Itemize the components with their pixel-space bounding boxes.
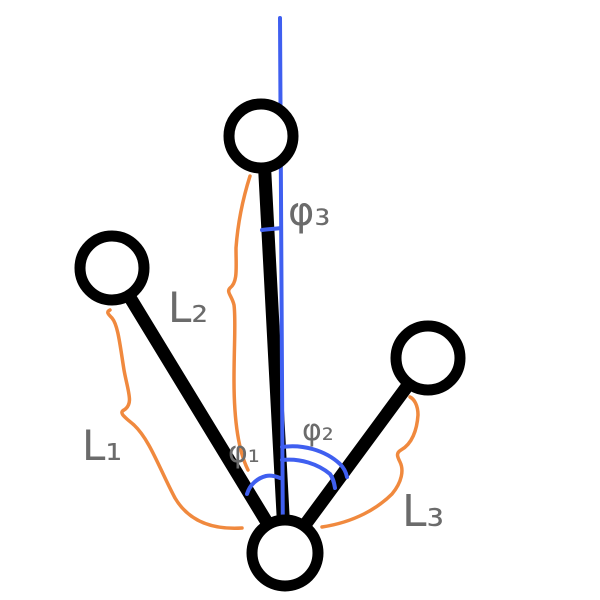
length-label-1: L₁ <box>82 421 122 470</box>
end-joint-2 <box>223 98 299 174</box>
length-label-3: L₃ <box>402 486 444 537</box>
length-brace-3 <box>320 395 420 529</box>
angle-label-3: φ₃ <box>288 189 330 235</box>
rod-1 <box>105 261 292 559</box>
end-joint-1 <box>74 230 150 306</box>
angle-label-2: φ₂ <box>302 413 334 448</box>
length-brace-2 <box>226 174 252 472</box>
angle-arc-2-outer <box>280 444 349 479</box>
angle-label-1: φ₁ <box>228 435 260 470</box>
angle-arc-2-inner <box>280 457 337 490</box>
angle-arc-1 <box>245 473 282 496</box>
rod-3 <box>278 351 435 559</box>
pivot-joint <box>246 514 324 592</box>
end-joint-3 <box>390 320 466 396</box>
length-label-2: L₂ <box>168 283 208 332</box>
angle-arc-3 <box>260 226 283 232</box>
length-brace-1 <box>106 308 244 530</box>
